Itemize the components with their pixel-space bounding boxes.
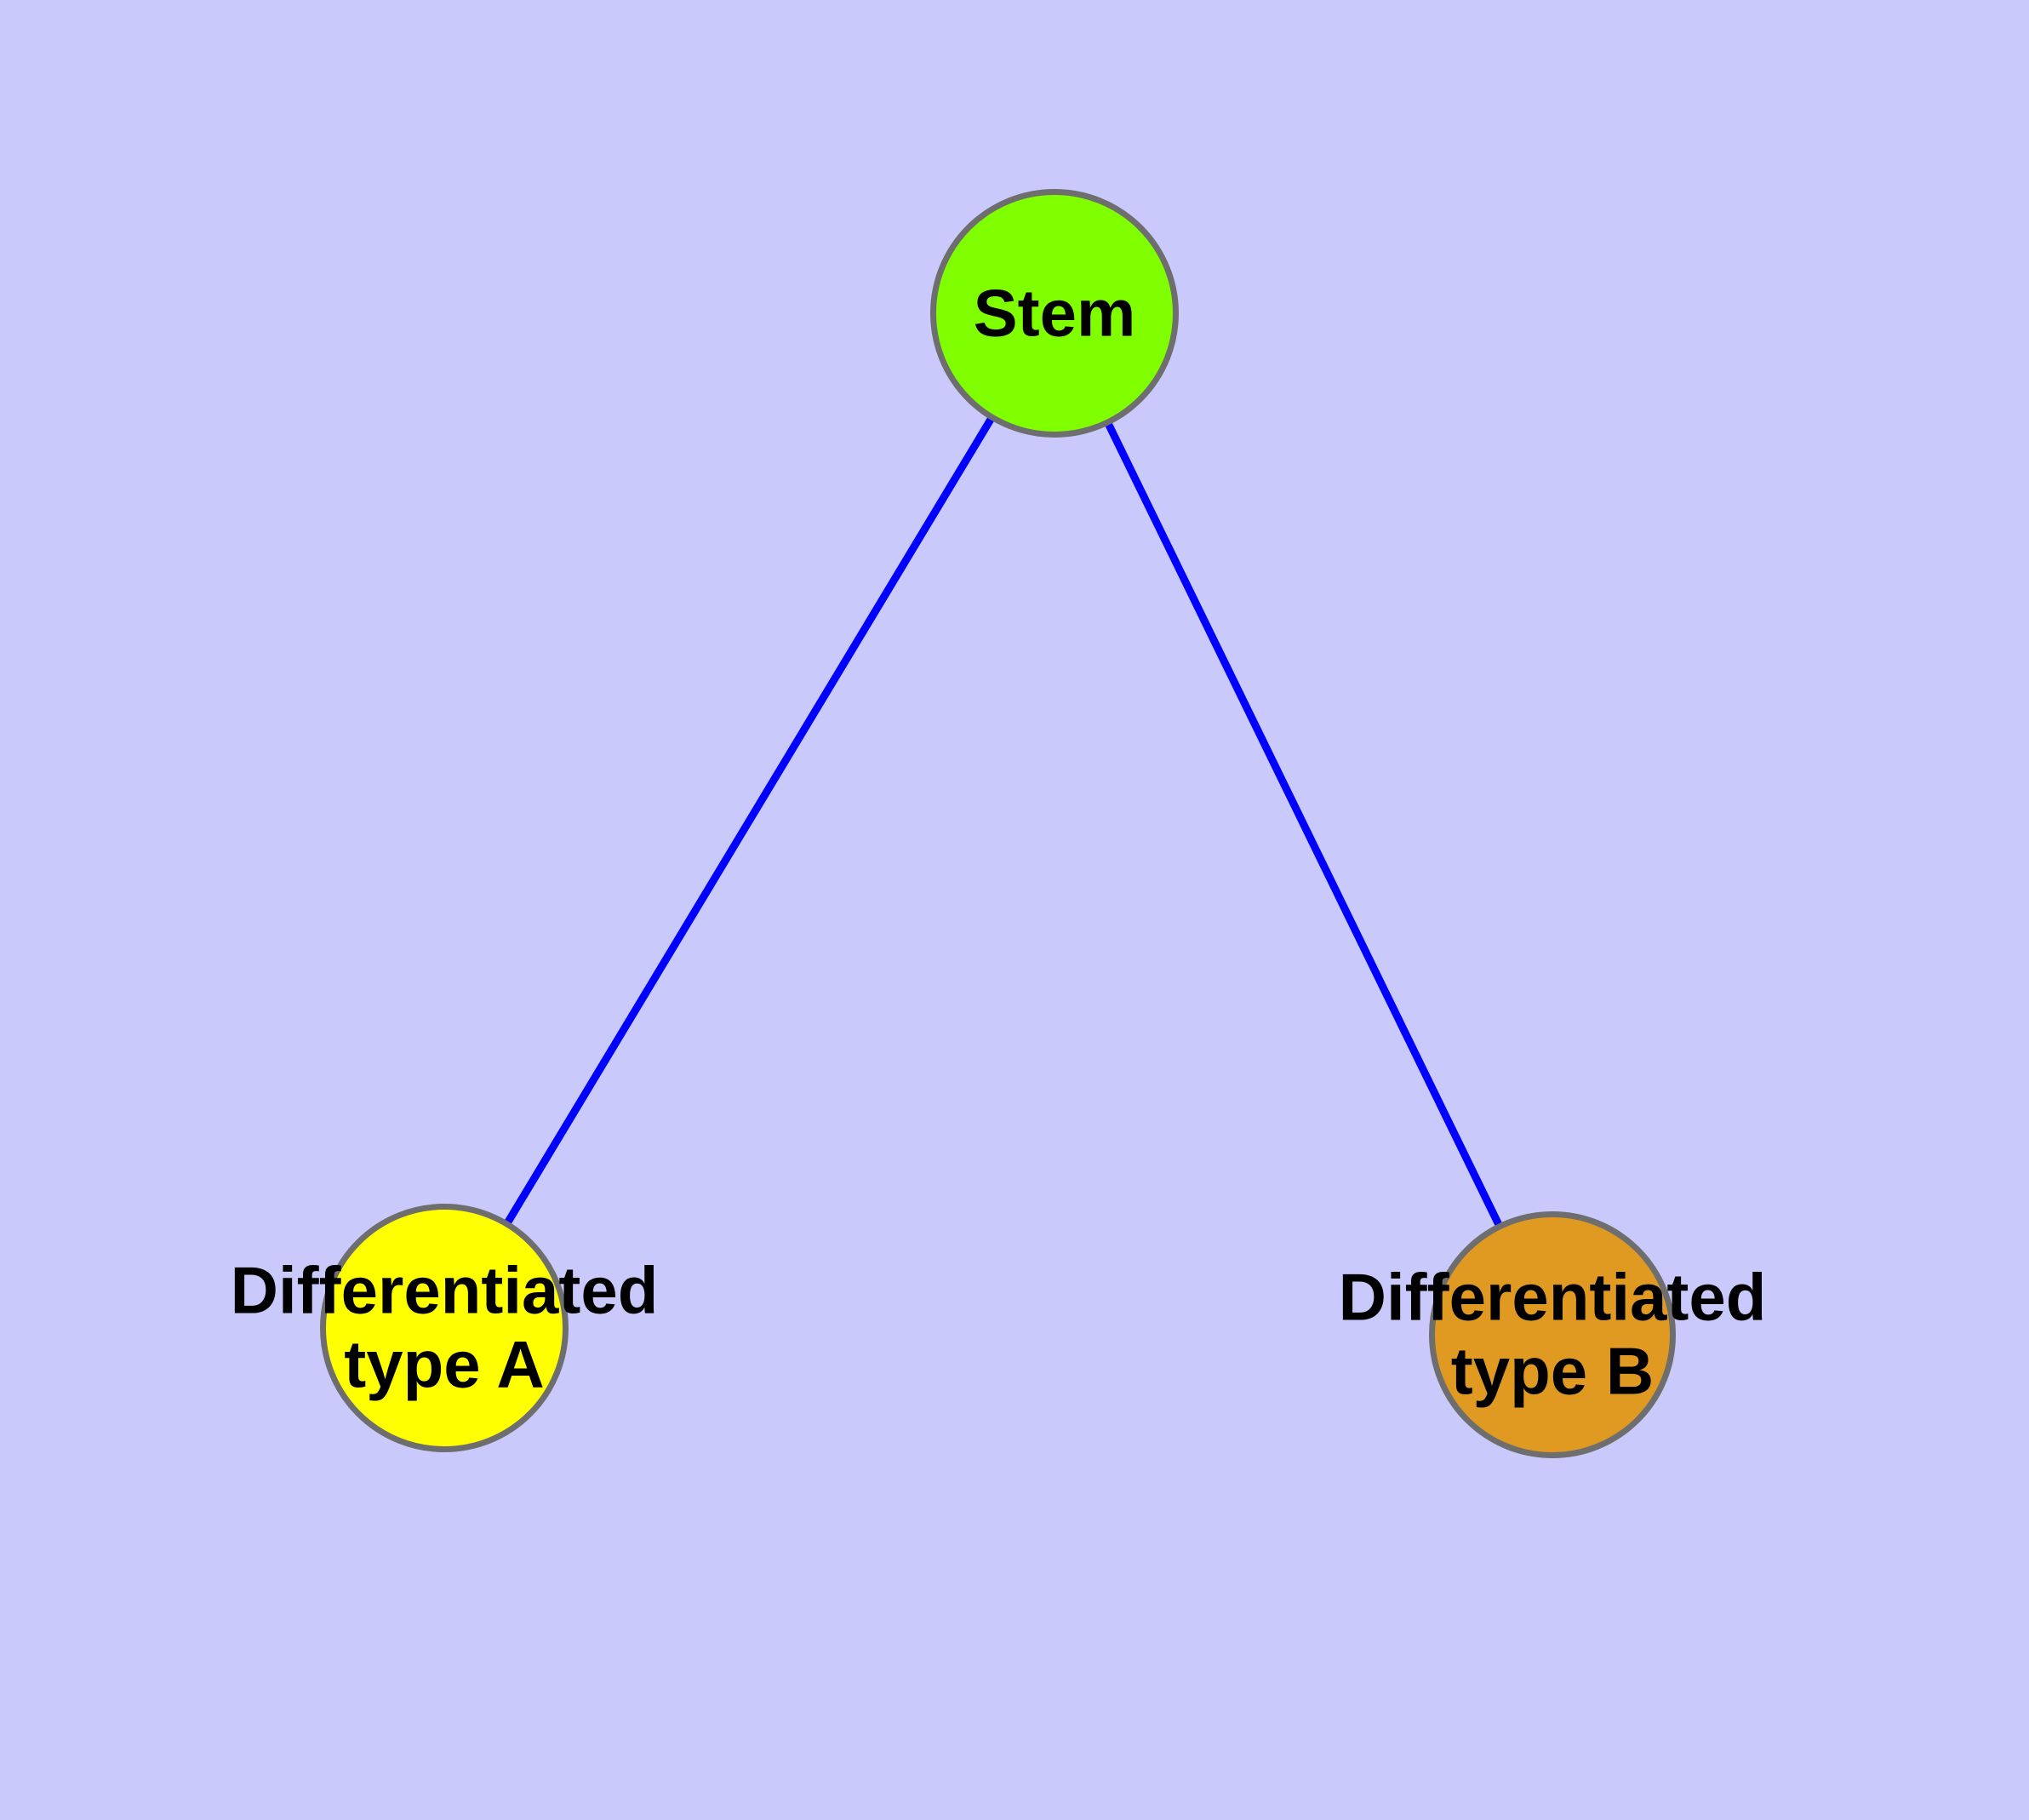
node-differentiated-type-b[interactable]: Differentiated type B	[1339, 1211, 1766, 1458]
node-stem[interactable]: Stem	[930, 189, 1179, 438]
node-differentiated-type-a[interactable]: Differentiated type A	[231, 1204, 658, 1452]
edge-stem-to-differentiated-type-a[interactable]	[440, 309, 1059, 1332]
node-stem-label: Stem	[973, 275, 1136, 351]
edge-stem-to-differentiated-type-b[interactable]	[1050, 309, 1557, 1339]
